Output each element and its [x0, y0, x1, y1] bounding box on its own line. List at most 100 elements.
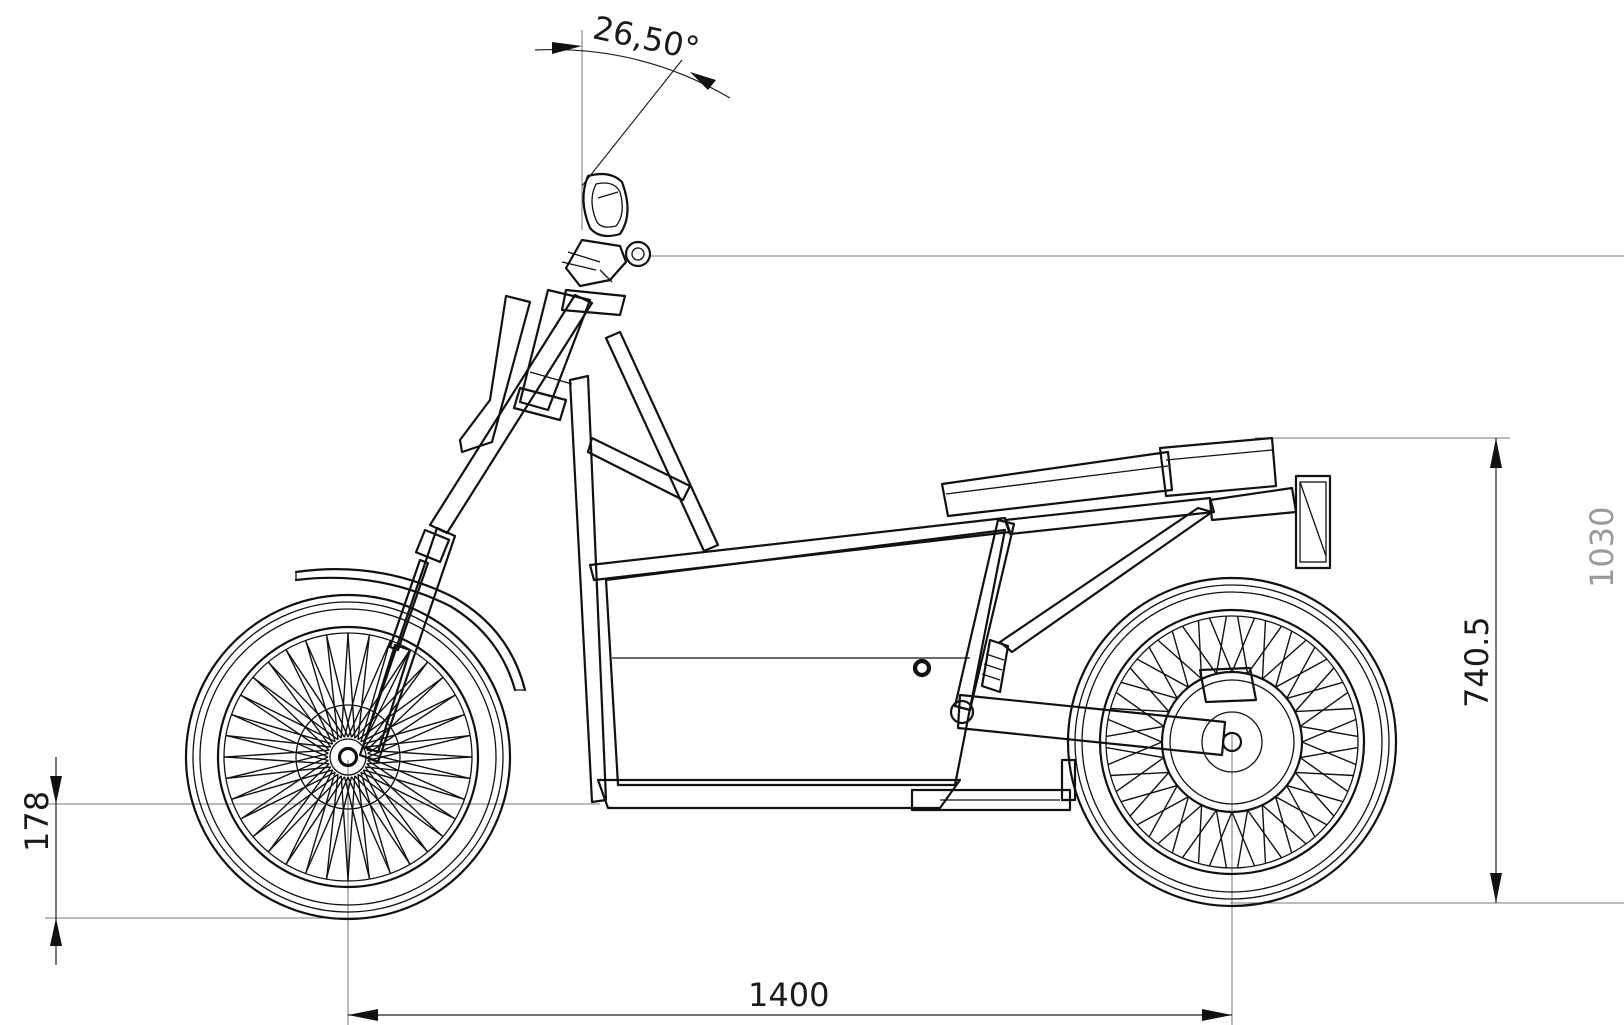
wheel-spoke [1231, 811, 1256, 867]
wheel-spoke [240, 694, 336, 743]
wheel-spoke [367, 713, 465, 758]
wheel-spoke [1261, 805, 1267, 864]
rear-wheel-spokes [1105, 615, 1359, 869]
wheel-spoke [305, 772, 336, 874]
wheel-spoke [285, 776, 346, 865]
wheel-spoke [1300, 746, 1359, 759]
tail-light [1294, 474, 1332, 570]
wheel-spoke [285, 649, 334, 745]
wheel-spoke [231, 769, 333, 800]
wheel-spoke [367, 756, 465, 801]
wheel-spoke [1286, 646, 1316, 699]
wheel-spoke [304, 640, 349, 738]
wheel-spoke [347, 632, 356, 739]
wheel-spoke [1115, 757, 1165, 793]
wheel-spoke [362, 769, 411, 865]
wheel-spoke [357, 773, 444, 838]
wheel-spoke [343, 776, 371, 880]
main-frame [568, 330, 1298, 812]
wheel-spoke [366, 763, 444, 838]
wheel-spoke [366, 749, 473, 758]
wheel-spoke [1299, 691, 1349, 727]
wheel-spoke [347, 776, 392, 874]
wheel-spoke [325, 776, 353, 880]
wheel-spoke [1295, 771, 1354, 777]
wheel-spoke [347, 640, 392, 738]
wheelbase-dimension: 1400 [347, 735, 1233, 1025]
wheel-spoke [285, 649, 346, 738]
wheel-spoke [325, 774, 339, 880]
wheel-spoke [364, 766, 429, 853]
wheel-spoke [1236, 615, 1249, 674]
wheel-spoke [357, 634, 371, 740]
wheel-spoke [1136, 658, 1189, 688]
wheel-spoke [363, 769, 465, 800]
wheel-spoke [1208, 617, 1233, 673]
seat-height-label: 740.5 [1458, 616, 1496, 708]
wheel-spoke [1247, 809, 1283, 859]
wheel-spoke [223, 749, 330, 758]
wheel-spoke [240, 694, 329, 755]
wheel-spoke [1105, 725, 1164, 738]
handlebar-height-dimension: 1030 [650, 255, 1624, 588]
wheel-spoke [357, 774, 371, 880]
wheel-spoke [225, 734, 331, 748]
wheel-spoke [343, 634, 371, 738]
front-fork [337, 293, 594, 768]
wheel-spoke [1197, 805, 1203, 864]
wheel-spoke [225, 766, 331, 780]
wheel-spoke [347, 775, 356, 882]
front-wheel-spokes [223, 632, 473, 882]
wheel-spoke [360, 694, 456, 743]
wheel-spoke [367, 759, 456, 820]
wheel-spoke [366, 756, 473, 765]
wheel-spoke [231, 756, 329, 801]
wheel-spoke [223, 756, 330, 765]
wheel-spoke [225, 734, 329, 762]
rear-wheel [1066, 576, 1398, 908]
wheel-spoke [1148, 785, 1178, 838]
wheelbase-label: 1400 [748, 976, 829, 1014]
wheel-spoke [1295, 707, 1354, 713]
wheel-spoke [1261, 620, 1267, 679]
wheel-spoke [267, 766, 332, 853]
steering-angle-dimension: 26,50° [534, 9, 731, 230]
wheel-spoke [367, 694, 456, 755]
head-assembly [458, 288, 627, 454]
wheel-spoke [1110, 707, 1169, 713]
wheel-spoke [1171, 796, 1190, 854]
wheel-spoke [1129, 771, 1170, 817]
wheel-spoke [240, 771, 336, 820]
wheel-spoke [354, 775, 429, 853]
handlebar-height-label: 1030 [1583, 507, 1621, 588]
ground-clearance-label: 178 [18, 791, 56, 852]
wheel-spoke [1294, 667, 1335, 713]
wheel-spoke [304, 776, 349, 874]
wheel-spoke [357, 676, 444, 741]
wheel-spoke [1107, 741, 1163, 766]
wheel-spoke [350, 776, 411, 865]
wheel-spoke [340, 775, 349, 882]
wheel-spoke [325, 634, 339, 740]
wheel-spoke [354, 661, 429, 739]
wheel-spoke [1110, 771, 1169, 777]
wheel-spoke [360, 771, 456, 820]
seat [940, 436, 1278, 518]
front-wheel [184, 593, 512, 921]
wheel-spoke [252, 676, 339, 741]
wheel-spoke [1215, 810, 1228, 869]
ground-clearance-dimension: 178 [18, 757, 600, 965]
wheel-spoke [360, 772, 391, 874]
wheel-spoke [367, 752, 471, 780]
seat-height-dimension: 740.5 [1230, 437, 1624, 904]
wheel-spoke [362, 649, 411, 745]
wheel-spoke [1274, 630, 1293, 688]
wheel-spoke [252, 676, 330, 751]
wheel-spoke [340, 632, 349, 739]
wheel-spoke [267, 775, 342, 853]
wheel-spoke [267, 661, 332, 748]
wheel-spoke [1286, 784, 1344, 803]
handlebar [561, 238, 652, 288]
wheel-spoke [1275, 796, 1328, 826]
